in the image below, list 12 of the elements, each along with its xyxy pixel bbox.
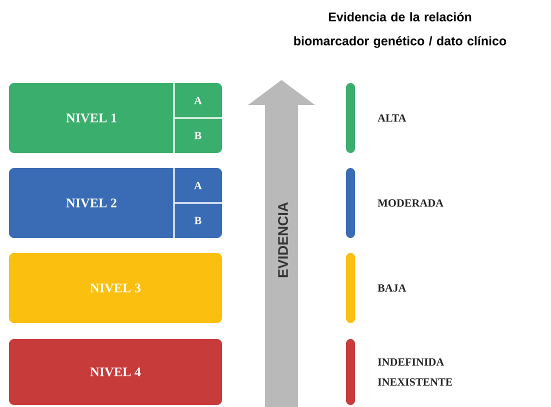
arrow-label: EVIDENCIA bbox=[278, 202, 288, 278]
legend-text: ALTA bbox=[378, 114, 406, 122]
grade-cell: B bbox=[194, 216, 202, 224]
legend-text: BAJA bbox=[378, 284, 406, 292]
grade-cell: A bbox=[194, 96, 202, 104]
legend-text: MODERADA bbox=[378, 199, 444, 207]
level-box: NIVEL 4 bbox=[9, 339, 222, 405]
level-box: NIVEL 3 bbox=[9, 253, 222, 323]
grade-cell: A bbox=[194, 182, 202, 190]
legend-text: INDEFINIDA INEXISTENTE bbox=[378, 358, 452, 386]
title: Evidencia de la relación biomarcador genético / dato clínico bbox=[294, 12, 506, 48]
grade-cell: B bbox=[194, 132, 202, 140]
